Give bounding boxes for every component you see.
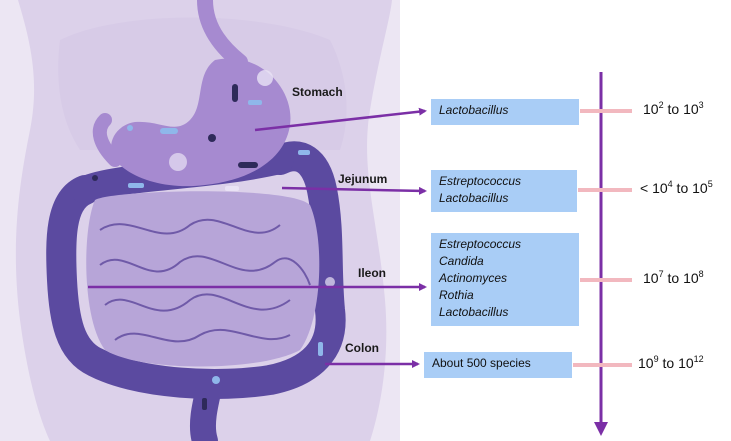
stomach-shape xyxy=(92,0,291,187)
stomach-pointer xyxy=(254,107,427,132)
ileon-label: Ileon xyxy=(358,266,387,280)
stomach-species-1: Lactobacillus xyxy=(439,103,509,117)
colon-microbiota-box: About 500 species xyxy=(424,352,572,378)
ileon-microbiota-box: Estreptococcus Candida Actinomyces Rothi… xyxy=(431,233,579,326)
jejunum-count: < 104 to 105 xyxy=(640,179,713,197)
concentration-axis xyxy=(594,72,608,436)
stomach-microbiota-box: Lactobacillus xyxy=(431,99,579,125)
colon-species-1: About 500 species xyxy=(432,356,531,370)
jejunum-species-1: Estreptococcus xyxy=(439,174,522,188)
jejunum-microbiota-box: Estreptococcus Lactobacillus xyxy=(431,170,577,212)
small-intestine-shape xyxy=(86,191,320,367)
bacteria-decor xyxy=(92,150,335,410)
ileon-count: 107 to 108 xyxy=(643,269,704,287)
ileon-species-3: Actinomyces xyxy=(439,271,508,285)
colon-count: 109 to 1012 xyxy=(638,354,704,372)
ileon-species-4: Rothia xyxy=(439,288,474,302)
ileon-species-2: Candida xyxy=(439,254,484,268)
ileon-species-5: Lactobacillus xyxy=(439,305,509,319)
stomach-count: 102 to 103 xyxy=(643,100,704,118)
jejunum-pointer xyxy=(281,186,427,195)
ileon-species-1: Estreptococcus xyxy=(439,237,522,251)
colon-label: Colon xyxy=(345,341,379,355)
stomach-label: Stomach xyxy=(292,85,343,99)
jejunum-label: Jejunum xyxy=(338,172,388,186)
pointer-arrows xyxy=(88,107,427,368)
jejunum-species-2: Lactobacillus xyxy=(439,191,509,205)
count-ticks xyxy=(573,109,632,367)
